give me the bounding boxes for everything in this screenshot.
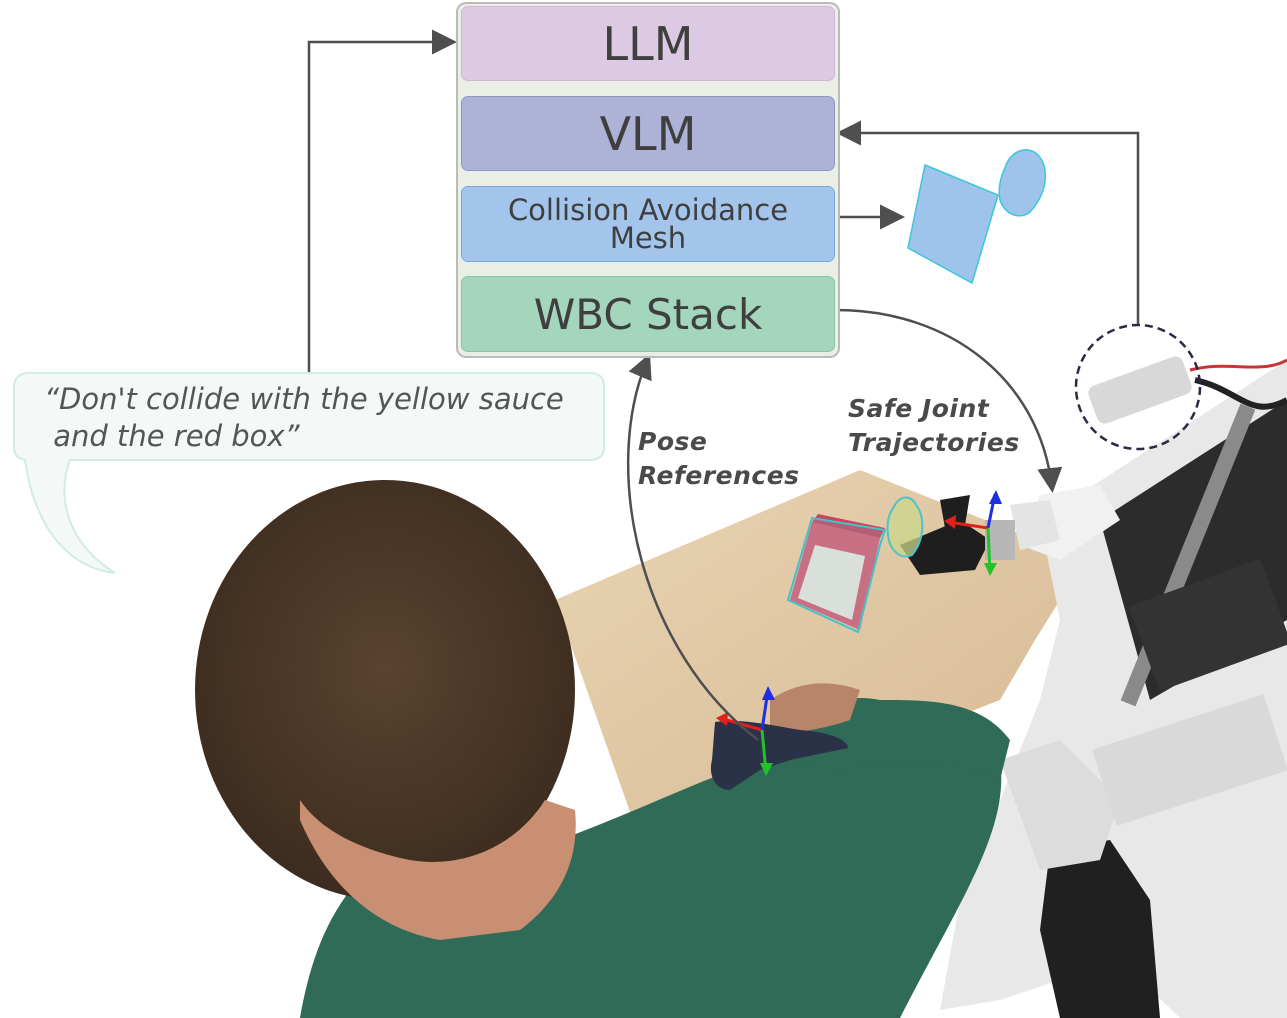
arrow-speech-to-llm: [307, 29, 457, 372]
safe-label-line2: Trajectories: [848, 428, 1020, 457]
safe-joint-trajectories-label: Safe Joint Trajectories: [848, 392, 1020, 460]
person-operator: [195, 480, 1010, 1018]
safe-label-line1: Safe Joint: [848, 394, 990, 423]
pose-references-label: Pose References: [638, 425, 800, 493]
speech-line2: and the red box”: [44, 419, 300, 453]
yellow-sauce-object: [886, 496, 924, 558]
speech-bubble: [13, 372, 605, 574]
llm-label: LLM: [602, 16, 694, 71]
llm-block: LLM: [461, 6, 835, 81]
pose-label-line2: References: [638, 461, 800, 490]
pose-label-line1: Pose: [638, 427, 708, 456]
wbc-stack-block: WBC Stack: [461, 276, 835, 352]
speech-line1: “Don't collide with the yellow sauce: [44, 382, 564, 416]
wbc-label: WBC Stack: [533, 289, 763, 339]
collision-label-line1: Collision Avoidance: [507, 193, 789, 227]
collision-label-line2: Mesh: [609, 221, 687, 255]
red-box-object: [786, 514, 887, 634]
camera-highlight-circle: [1074, 323, 1202, 451]
gripper-frame-axes: [944, 490, 1002, 576]
controller-frame-axes: [716, 686, 775, 776]
arrow-camera-to-vlm: [836, 120, 1140, 324]
collision-mesh-icon: [907, 149, 1047, 285]
collision-avoidance-block: Collision Avoidance Mesh: [461, 186, 835, 262]
arrow-safe-joint-trajectories: [835, 308, 1063, 493]
flow-arrows: [307, 29, 1140, 741]
vlm-label: VLM: [599, 106, 697, 161]
vlm-block: VLM: [461, 96, 835, 171]
arrow-pose-references: [626, 353, 759, 741]
speech-text: “Don't collide with the yellow sauce and…: [44, 381, 614, 455]
robot-body: [900, 356, 1287, 1018]
